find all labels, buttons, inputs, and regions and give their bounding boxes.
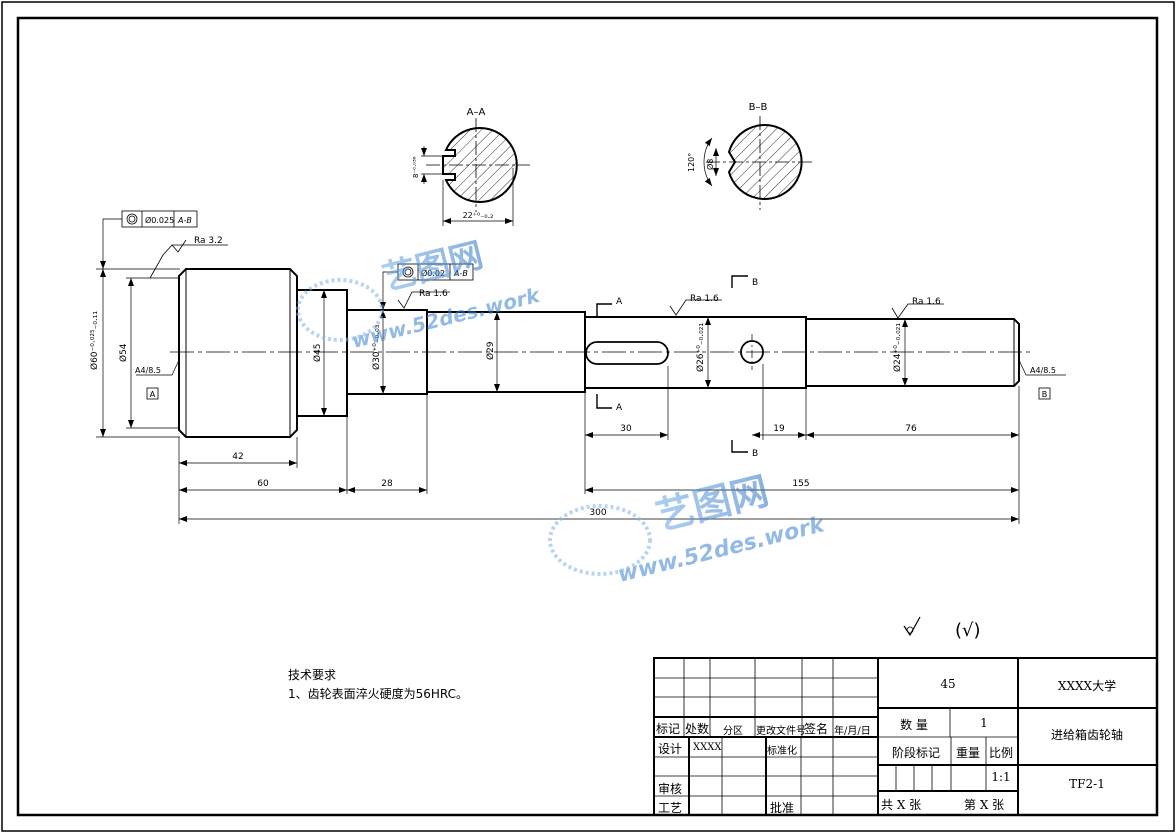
tb-weight-label: 重量 <box>955 746 981 760</box>
cut-b-bottom: B <box>752 449 758 459</box>
tb-drawing-no: TF2-1 <box>1069 777 1105 791</box>
svg-text:A-B: A-B <box>177 216 192 225</box>
tb-design: 设计 <box>658 742 683 756</box>
dim-l42: 42 <box>232 452 243 462</box>
cut-a-top: A <box>616 297 623 307</box>
section-cut-marks <box>596 275 748 453</box>
tb-designer: XXXX <box>693 742 722 753</box>
bb-angle-dim: 120° <box>687 153 696 172</box>
tb-approve: 批准 <box>770 801 795 815</box>
roughness-4-label: Ra 1.6 <box>912 297 941 307</box>
tb-scale: 1:1 <box>991 770 1011 784</box>
roughness-1 <box>149 239 228 279</box>
dim-d24: Ø24⁺⁰₋₀.₀₂₁ <box>892 323 903 372</box>
tb-qty: 1 <box>980 716 988 730</box>
tb-school: XXXX大学 <box>1057 679 1117 693</box>
dim-d26: Ø26⁺⁰₋₀.₀₂₁ <box>695 323 706 372</box>
dim-l28: 28 <box>381 479 393 489</box>
tb-h-sign: 签名 <box>804 722 829 736</box>
tech-req-item-1: 1、齿轮表面淬火硬度为56HRC。 <box>288 687 469 701</box>
aa-depth-dim: 22⁺⁰₋₀.₂ <box>463 211 494 220</box>
rest-roughness-label: (√) <box>955 620 981 641</box>
rest-roughness-symbol <box>903 616 921 637</box>
tolerance-frame-1: Ø0.025 A-B <box>100 210 198 269</box>
svg-text:A-B: A-B <box>453 269 468 278</box>
tb-material: 45 <box>940 677 956 691</box>
roughness-3 <box>669 299 722 316</box>
tb-process: 工艺 <box>658 801 683 815</box>
tb-sheets-total: 共 X 张 <box>881 798 922 812</box>
svg-text:Ø0.025: Ø0.025 <box>145 215 174 225</box>
tb-h-date: 年/月/日 <box>834 726 871 737</box>
dim-l155: 155 <box>792 479 809 489</box>
tb-h-doc: 更改文件号 <box>756 726 806 737</box>
dim-d30: Ø30⁺⁰₋₀.₀₃ <box>371 324 382 370</box>
tb-part-name: 进给箱齿轮轴 <box>1050 728 1124 742</box>
dim-l300: 300 <box>589 508 606 518</box>
center-hole-b: A4/8.5 B <box>1018 359 1066 400</box>
datum-a: A <box>150 390 156 399</box>
tb-standard: 标准化 <box>767 746 797 757</box>
dim-l60: 60 <box>257 479 269 489</box>
shaft-outline <box>178 268 1020 438</box>
svg-text:A4/8.5: A4/8.5 <box>1030 366 1056 375</box>
section-aa: A–A 8⁻⁰·⁰³⁶ 22⁺⁰₋₀.₂ <box>412 107 530 226</box>
dim-l19: 19 <box>773 424 785 434</box>
bb-hole-dim: Ø8 <box>705 159 715 170</box>
dim-d45: Ø45 <box>312 343 323 362</box>
roughness-2 <box>397 291 450 309</box>
dim-l76: 76 <box>905 424 917 434</box>
tb-qty-label: 数 量 <box>900 718 928 732</box>
dim-l30: 30 <box>620 424 632 434</box>
length-dims <box>178 364 1020 524</box>
cut-b-top: B <box>752 278 758 288</box>
svg-text:Ø0.02: Ø0.02 <box>421 268 445 278</box>
inner-frame <box>16 16 1159 817</box>
tb-sheet-no: 第 X 张 <box>964 798 1005 812</box>
section-bb: B–B 120° Ø8 <box>687 102 812 210</box>
dim-d29: Ø29 <box>485 341 496 360</box>
dim-d54: Ø54 <box>118 343 129 362</box>
tb-scale-label: 比例 <box>988 746 1014 760</box>
roughness-4 <box>891 303 944 319</box>
datum-b: B <box>1042 390 1048 399</box>
watermark-2: 艺图网 www.52des.work <box>548 468 828 588</box>
title-block <box>653 657 1158 816</box>
tolerance-frame-2: Ø0.02 A-B <box>380 263 474 310</box>
roughness-1-label: Ra 3.2 <box>194 236 223 246</box>
dim-d60: Ø60⁻⁰·⁰²⁵₋₀.₁₁ <box>89 311 100 370</box>
svg-text:A4/8.5: A4/8.5 <box>135 366 161 375</box>
aa-keyway-width: 8⁻⁰·⁰³⁶ <box>412 156 420 178</box>
tb-h-zone: 分区 <box>723 726 743 737</box>
tb-review: 审核 <box>658 782 683 796</box>
technical-requirements: 技术要求 1、齿轮表面淬火硬度为56HRC。 <box>288 666 468 704</box>
roughness-3-label: Ra 1.6 <box>690 294 719 304</box>
tb-h-count: 处数 <box>685 722 710 736</box>
tech-req-title: 技术要求 <box>288 668 337 682</box>
center-hole-a: A4/8.5 A <box>135 359 180 400</box>
cut-a-bottom: A <box>616 403 623 413</box>
section-aa-label: A–A <box>467 107 486 118</box>
tb-h-mark: 标记 <box>656 722 681 736</box>
diameter-dims <box>96 268 908 438</box>
tb-stage-label: 阶段标记 <box>891 746 941 760</box>
section-bb-label: B–B <box>749 102 768 113</box>
roughness-2-label: Ra 1.6 <box>419 289 448 299</box>
